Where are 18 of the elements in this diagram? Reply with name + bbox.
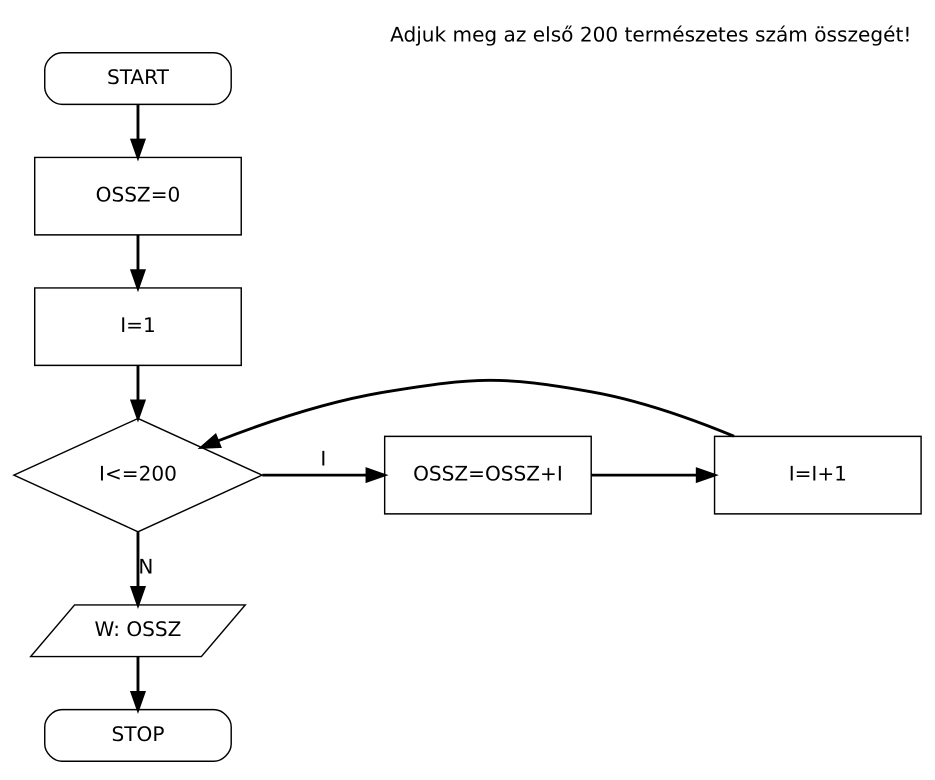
arrow [130,656,146,714]
node-box: START [44,52,232,105]
node-box: OSSZ=OSSZ+I [384,435,592,514]
node-box: OSSZ=0 [34,156,242,236]
arrow [262,466,389,483]
node-box: I=I+1 [714,435,922,514]
arrow [592,466,719,483]
edge-label: N [138,554,154,578]
node-box: STOP [44,708,232,762]
arrow [130,234,146,292]
edge-label: I [320,446,326,470]
node-box: I=1 [34,286,242,366]
node-diamond: I<=200 [12,417,264,532]
arrow [130,104,146,162]
diagram-title: Adjuk meg az első 200 természetes szám összegét! [390,22,912,46]
arrow [130,365,146,422]
arrow [198,378,735,448]
arrow [130,532,146,609]
